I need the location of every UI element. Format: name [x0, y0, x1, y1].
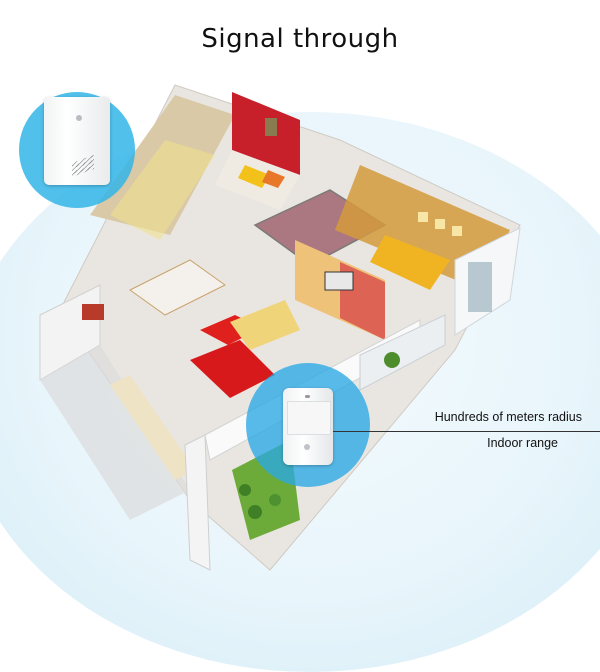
range-context-label: Indoor range — [487, 436, 558, 450]
pir-sensor-device — [283, 388, 333, 465]
range-label: Hundreds of meters radius — [434, 410, 582, 424]
page-title: Signal through — [201, 24, 399, 54]
doorbell-receiver-device — [44, 97, 110, 185]
isometric-house-illustration — [19, 84, 521, 571]
callout-line — [333, 431, 600, 432]
speaker-grille-icon — [72, 154, 94, 178]
pir-lens — [287, 401, 331, 435]
receiver-indicator-icon — [76, 115, 82, 121]
sensor-button-icon — [304, 444, 310, 450]
sensor-indicator-icon — [305, 395, 310, 398]
